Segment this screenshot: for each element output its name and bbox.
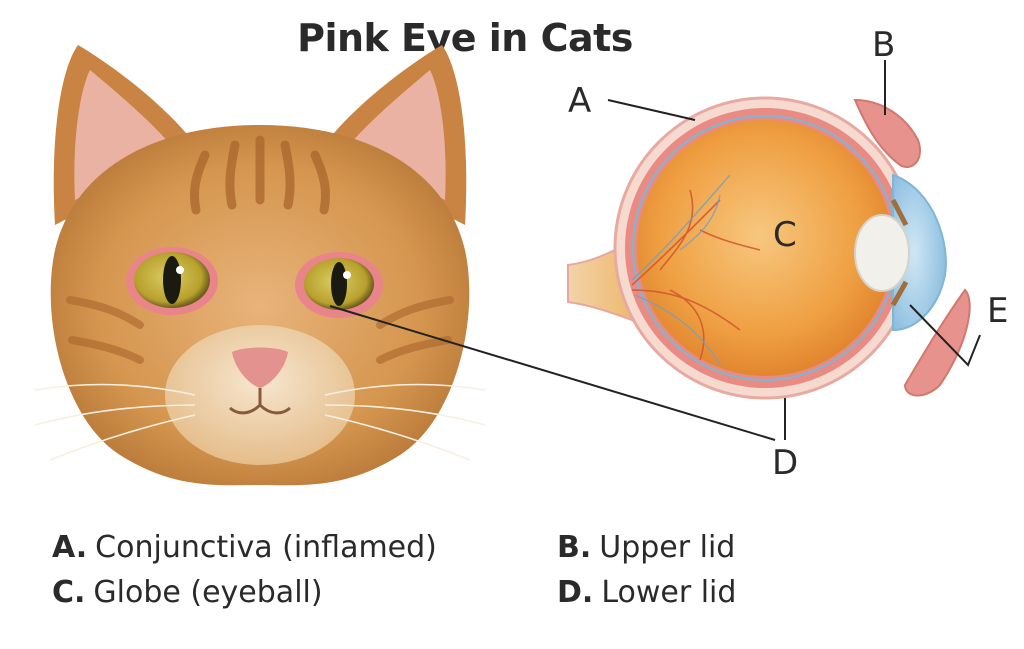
cat-head xyxy=(50,125,470,486)
leader-D-cat xyxy=(329,305,776,441)
diagram-title: Pink Eye in Cats xyxy=(297,16,633,60)
leader-E xyxy=(909,304,981,367)
globe-body xyxy=(637,120,893,376)
veins xyxy=(631,174,731,366)
label-C: C xyxy=(773,215,797,255)
legend-text: Lower lid xyxy=(601,575,737,610)
left-ear-inner xyxy=(74,70,175,200)
left-eye-highlight xyxy=(176,266,184,274)
legend-item-d: D.Lower lid xyxy=(557,575,937,610)
cat-mouth xyxy=(229,388,291,415)
callout-lines xyxy=(329,60,981,441)
legend-text: Upper lid xyxy=(599,530,736,565)
leader-A xyxy=(607,99,696,121)
cornea xyxy=(892,173,947,332)
label-D: D xyxy=(772,443,798,483)
right-ear-inner xyxy=(345,70,446,200)
lower-lid xyxy=(903,288,971,397)
legend-key: C. xyxy=(52,575,86,610)
label-A: A xyxy=(568,81,591,121)
whiskers xyxy=(34,383,486,461)
right-eye-highlight xyxy=(343,271,351,279)
cat-face xyxy=(34,45,486,486)
legend-item-b: B.Upper lid xyxy=(557,530,937,565)
right-eye-pupil xyxy=(331,262,347,306)
eye-cross-section xyxy=(567,96,971,400)
legend-key: B. xyxy=(557,530,592,565)
legend-text: Conjunctiva (inflamed) xyxy=(95,530,437,565)
forehead-stripes xyxy=(189,135,331,215)
label-B: B xyxy=(872,25,895,65)
cat-nose xyxy=(232,347,288,388)
legend-text: Globe (eyeball) xyxy=(93,575,323,610)
iris-edge xyxy=(890,198,909,307)
legend: A.Conjunctiva (inflamed) B.Upper lid C.G… xyxy=(52,530,937,610)
lens xyxy=(854,214,910,292)
legend-key: D. xyxy=(557,575,594,610)
blood-vessels xyxy=(631,189,761,361)
legend-key: A. xyxy=(52,530,88,565)
label-E: E xyxy=(987,291,1008,331)
left-eye-pupil xyxy=(163,256,181,304)
legend-item-c: C.Globe (eyeball) xyxy=(52,575,557,610)
upper-lid xyxy=(853,98,921,168)
cheek-stripes xyxy=(66,296,454,364)
legend-item-a: A.Conjunctiva (inflamed) xyxy=(52,530,557,565)
